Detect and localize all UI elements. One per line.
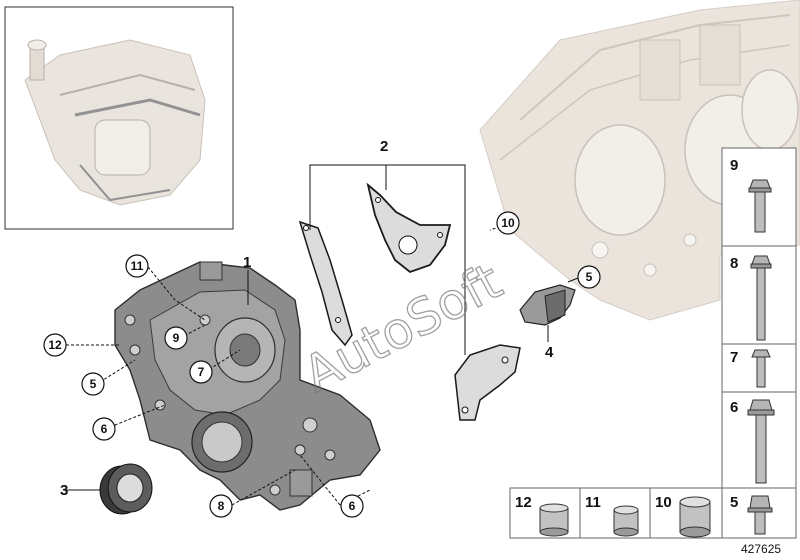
sleeve-11-icon [613,505,639,537]
callout-circle-8: 8 [209,494,233,518]
timing-case-cover [114,261,381,511]
callout-3: 3 [60,482,68,499]
svg-text:8: 8 [218,499,225,513]
callout-circle-5: 5 [577,265,601,289]
callout-circle-6c: 6 [340,494,364,518]
svg-text:6: 6 [101,422,108,436]
bolt-7-icon [751,349,771,388]
table-label-12: 12 [515,494,532,511]
parts-table-right: 9 8 7 6 [721,147,797,489]
table-label-5: 5 [730,494,738,511]
table-label-10: 10 [655,494,672,511]
callout-circle-11: 11 [125,254,149,278]
callout-1: 1 [243,254,251,271]
bolt-9-icon [748,179,772,233]
engine-overview-inset [4,6,234,230]
gasket-left [298,220,353,347]
svg-text:11: 11 [131,259,144,273]
table-label-6: 6 [730,399,738,416]
callout-2: 2 [380,138,388,155]
callout-circle-7: 7 [189,360,213,384]
callout-circle-6a: 5 [81,372,105,396]
callout-4: 4 [545,344,554,361]
callout-circle-9: 9 [164,326,188,350]
bolt-5-icon [747,495,773,535]
svg-text:10: 10 [501,216,515,230]
sleeve-10-icon [679,496,711,538]
sleeve-12-icon [539,503,569,537]
gasket-lower [454,344,521,421]
diagram-reference-number: 427625 [741,542,781,556]
table-label-7: 7 [730,349,738,366]
callout-leaders [65,164,579,506]
svg-text:9: 9 [173,331,180,345]
table-label-8: 8 [730,255,738,272]
table-label-11: 11 [585,494,601,511]
chain-guide [519,284,576,326]
callout-circle-12: 12 [43,333,67,357]
svg-text:5: 5 [90,377,97,391]
parts-table-bottom: 12 11 10 5 [509,487,797,539]
svg-text:6: 6 [349,499,356,513]
table-label-9: 9 [730,157,738,174]
gasket-center [366,182,452,274]
radial-shaft-seal [99,463,153,515]
callout-circle-10: 10 [496,211,520,235]
svg-text:7: 7 [198,365,205,379]
engine-block-background [479,0,800,321]
callout-circle-6b: 6 [92,417,116,441]
svg-text:5: 5 [586,270,593,284]
bolt-6-icon [747,399,775,484]
bolt-8-icon [750,255,772,341]
svg-text:12: 12 [48,338,62,352]
